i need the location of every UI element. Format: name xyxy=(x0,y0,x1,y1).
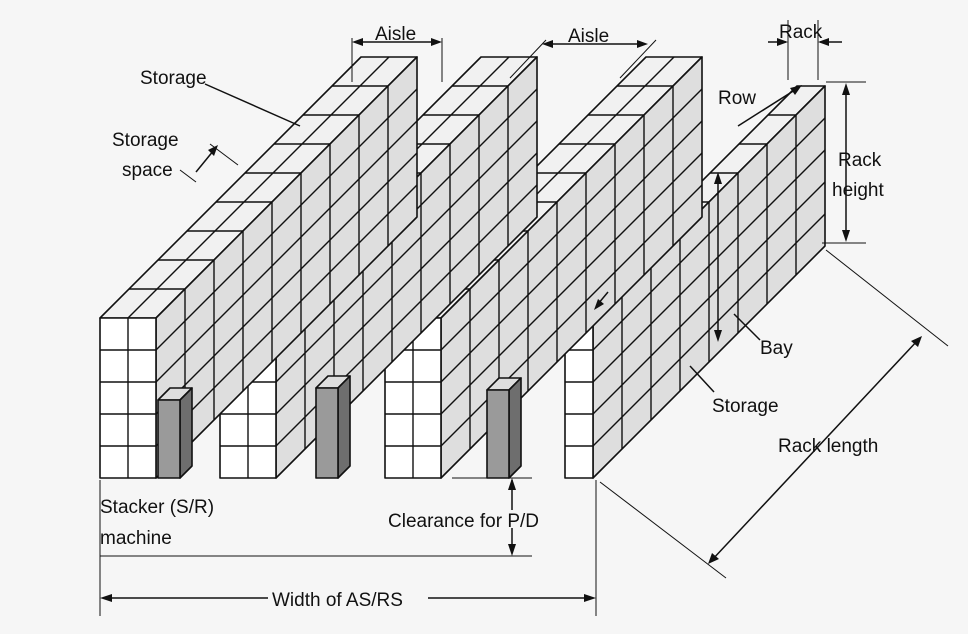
stacker-label-1: Stacker (S/R) xyxy=(100,497,214,518)
clearance-label: Clearance for P/D xyxy=(388,511,539,532)
storage-right-label: Storage xyxy=(712,396,779,417)
storage-space-label-2: space xyxy=(122,160,173,181)
stacker-machines xyxy=(157,375,522,479)
machine-side xyxy=(179,387,193,479)
storage-top-label: Storage xyxy=(140,68,207,89)
machine-front xyxy=(157,399,181,479)
storage-racks xyxy=(99,56,826,479)
aisle-right-label: Aisle xyxy=(568,26,609,47)
annotations xyxy=(99,20,949,616)
labels: Aisle Aisle Rack Storage Storage space R… xyxy=(100,22,884,611)
rack-4 xyxy=(99,56,418,479)
stacker-machine-3 xyxy=(486,377,522,479)
rack-height-label-2: height xyxy=(832,180,884,201)
machine-front xyxy=(486,389,510,479)
machine-side xyxy=(337,375,351,479)
rack-height-label-1: Rack xyxy=(838,150,882,171)
stacker-label-2: machine xyxy=(100,528,172,549)
width-label: Width of AS/RS xyxy=(272,590,403,611)
storage-space-label-1: Storage xyxy=(112,130,179,151)
stacker-machine-2 xyxy=(315,375,351,479)
rack-length-label: Rack length xyxy=(778,436,878,457)
aisle-left-label: Aisle xyxy=(375,24,416,45)
stacker-machine-1 xyxy=(157,387,193,479)
machine-side xyxy=(508,377,522,479)
bay-label: Bay xyxy=(760,338,793,359)
machine-front xyxy=(315,387,339,479)
rack-label: Rack xyxy=(779,22,823,43)
row-label: Row xyxy=(718,88,756,109)
